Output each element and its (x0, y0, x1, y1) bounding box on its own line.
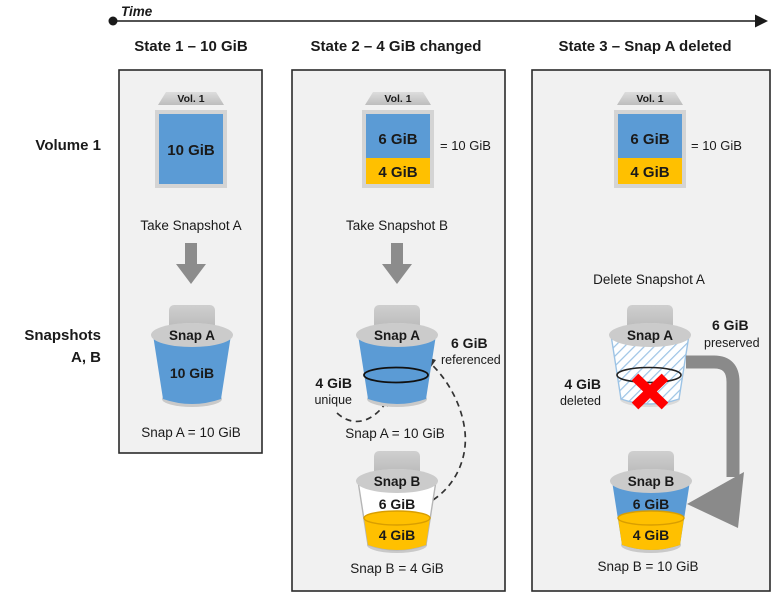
red-x-icon (631, 373, 669, 410)
volume-size-label: 10 GiB (167, 142, 215, 159)
volume-cap-label: Vol. 1 (177, 93, 204, 105)
state1-down-arrow-icon (176, 243, 206, 284)
annotation-word: unique (314, 393, 352, 407)
snap-b-bottom-size: 4 GiB (633, 527, 670, 543)
row-label-snapshots: Snapshots (24, 327, 101, 344)
bucket-body (358, 335, 436, 404)
owned-surface (363, 510, 431, 526)
state3-action-label: Delete Snapshot A (593, 272, 705, 287)
bucket-body-owned (364, 518, 430, 550)
state2-snap-a-caption: Snap A = 10 GiB (345, 426, 444, 441)
timeline: Time (108, 4, 768, 28)
snap-b-top-size: 6 GiB (633, 496, 670, 512)
timeline-label: Time (121, 4, 153, 19)
volume-changed-block (366, 158, 430, 184)
state1-snap-a-bucket-icon: Snap A 10 GiB (151, 305, 233, 407)
snap-b-bottom-size: 4 GiB (379, 527, 416, 543)
state1-header: State 1 – 10 GiB (134, 38, 248, 55)
state2-left-annotation: 4 GiB unique (314, 375, 352, 407)
annotation-value: 4 GiB (315, 375, 352, 391)
state2-snap-a-bucket-icon: Snap A (356, 305, 438, 407)
annotation-value: 6 GiB (451, 335, 488, 351)
state3-volume-icon: Vol. 1 6 GiB 4 GiB = 10 GiB (614, 92, 742, 188)
snap-b-label: Snap B (628, 474, 675, 489)
snap-a-label: Snap A (169, 328, 215, 343)
state2-action-label: Take Snapshot B (346, 218, 448, 233)
state2-snap-b-bucket-icon: Snap B 6 GiB 4 GiB (356, 451, 438, 553)
row-label-volume: Volume 1 (35, 137, 101, 154)
volume-cap-icon (617, 92, 683, 105)
state3-header: State 3 – Snap A deleted (558, 38, 731, 55)
volume-cap-label: Vol. 1 (384, 93, 411, 105)
state2-right-annotation: 6 GiB referenced (441, 335, 501, 367)
bucket-rim (609, 323, 691, 347)
state3-preserved-arrow-icon (686, 355, 744, 528)
state1-volume-icon: Vol. 1 10 GiB (155, 92, 227, 188)
volume-total-label: = 10 GiB (691, 138, 742, 153)
state3-right-annotation: 6 GiB preserved (704, 317, 760, 350)
volume-unchanged-block (366, 114, 430, 158)
volume-cap-icon (365, 92, 431, 105)
volume-cap-icon (158, 92, 224, 105)
annotation-word: deleted (560, 394, 601, 408)
state2-down-arrow-icon (382, 243, 412, 284)
volume-changed-block (618, 158, 682, 184)
bucket-body-deleted (610, 334, 690, 405)
bucket-body-owned (618, 518, 684, 550)
volume-cap-label: Vol. 1 (636, 93, 663, 105)
state2-referenced-dashed-arrow (423, 360, 467, 506)
volume-orange-label: 4 GiB (378, 164, 417, 181)
volume-total-label: = 10 GiB (440, 138, 491, 153)
snap-b-label: Snap B (374, 474, 421, 489)
state2-unique-dashed-arrow (336, 400, 388, 423)
volume-blue-label: 6 GiB (378, 131, 417, 148)
state2-header: State 2 – 4 GiB changed (311, 38, 482, 55)
bucket-rim (151, 323, 233, 347)
snap-a-label: Snap A (374, 328, 420, 343)
bucket-rim (356, 469, 438, 493)
annotation-value: 4 GiB (564, 376, 601, 392)
division-ellipse (363, 366, 429, 384)
state3-snap-a-bucket-icon: Snap A (609, 305, 691, 410)
volume-blue-label: 6 GiB (630, 131, 669, 148)
state1-action-label: Take Snapshot A (140, 218, 241, 233)
state3-snap-b-caption: Snap B = 10 GiB (598, 559, 699, 574)
timeline-arrowhead-icon (755, 14, 768, 28)
snap-b-top-size: 6 GiB (379, 496, 416, 512)
state3-left-annotation: 4 GiB deleted (560, 376, 601, 408)
state2-snap-b-caption: Snap B = 4 GiB (350, 561, 443, 576)
volume-unchanged-block (618, 114, 682, 158)
bucket-rim (356, 323, 438, 347)
owned-surface (617, 510, 685, 526)
state2-volume-icon: Vol. 1 6 GiB 4 GiB = 10 GiB (362, 92, 491, 188)
division-ellipse (616, 366, 682, 384)
snap-a-label: Snap A (627, 328, 673, 343)
volume-orange-label: 4 GiB (630, 164, 669, 181)
annotation-value: 6 GiB (712, 317, 749, 333)
row-label-snapshots-ab: A, B (71, 349, 101, 366)
annotation-word: preserved (704, 336, 760, 350)
annotation-word: referenced (441, 353, 501, 367)
bucket-rim (610, 469, 692, 493)
bucket-body (153, 335, 231, 404)
state1-snap-a-caption: Snap A = 10 GiB (141, 425, 240, 440)
volume-data-block (159, 114, 223, 184)
state3-snap-b-bucket-icon: Snap B 6 GiB 4 GiB (610, 451, 692, 553)
snap-a-size: 10 GiB (170, 365, 214, 381)
